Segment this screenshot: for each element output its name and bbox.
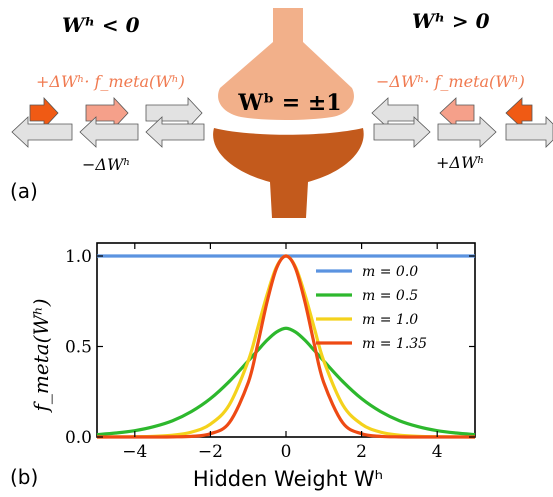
- x-axis-label: Hidden Weight Wʰ: [193, 467, 383, 491]
- funnel-bottom-shape: [213, 128, 364, 218]
- right-gray-label: +ΔWʰ: [436, 153, 484, 172]
- legend-label: m = 0.5: [362, 288, 418, 304]
- x-tick-label: 0: [281, 442, 292, 462]
- right-orange-formula: −ΔWʰ· f_meta(Wʰ): [376, 72, 525, 91]
- y-tick-label: 0.0: [65, 428, 92, 448]
- binary-weight-label: Wᵇ = ±1: [237, 90, 341, 116]
- legend-label: m = 1.0: [362, 312, 418, 328]
- series-line-3: [97, 254, 475, 439]
- left-orange-formula: +ΔWʰ· f_meta(Wʰ): [36, 72, 185, 91]
- left-gray-right-arrow: [145, 96, 203, 130]
- panel-a-label: (a): [10, 179, 38, 203]
- right-light-orange-arrow: [439, 97, 475, 129]
- left-condition-label: Wʰ < 0: [62, 13, 140, 37]
- x-tick-label: −4: [122, 442, 147, 462]
- y-tick-label: 1.0: [65, 247, 92, 267]
- y-tick-label: 0.5: [65, 338, 92, 358]
- series-line-1: [96, 326, 476, 437]
- right-dark-orange-arrow: [505, 97, 533, 129]
- legend-label: m = 0.0: [362, 264, 418, 280]
- left-dark-orange-arrow: [29, 96, 59, 130]
- panel-b-label: (b): [10, 465, 38, 489]
- panel-a: Wʰ < 0 Wʰ > 0 Wᵇ = ±1 +ΔWʰ· f_meta(Wʰ) −…: [10, 8, 553, 218]
- right-condition-label: Wʰ > 0: [412, 9, 490, 33]
- funnel-top-shape: [218, 8, 354, 120]
- left-gray-left-arrow-2: [79, 116, 139, 148]
- x-tick-label: 2: [356, 442, 367, 462]
- panel-b: −4 −2 0 2 4 0.0 0.5 1.0 m = 0.0 m = 0.5 m = 1.0 m =…: [10, 242, 476, 491]
- right-gray-right-arrow-2: [437, 116, 497, 148]
- left-light-orange-arrow: [85, 96, 129, 130]
- right-gray-right-arrow-1: [373, 116, 431, 148]
- x-tick-label: 4: [432, 442, 443, 462]
- y-axis-label: f_meta(Wʰ): [29, 299, 53, 414]
- plot-area: −4 −2 0 2 4 0.0 0.5 1.0 m = 0.0 m = 0.5 m = 1.0 m =…: [65, 242, 476, 462]
- right-gray-left-arrow: [371, 97, 419, 129]
- left-gray-left-arrow-3: [145, 116, 205, 148]
- left-gray-left-arrow-1: [11, 116, 73, 148]
- x-tick-label: −2: [198, 442, 223, 462]
- legend-label: m = 1.35: [362, 336, 427, 352]
- left-gray-label: −ΔWʰ: [82, 155, 130, 174]
- right-gray-right-arrow-3: [505, 116, 553, 148]
